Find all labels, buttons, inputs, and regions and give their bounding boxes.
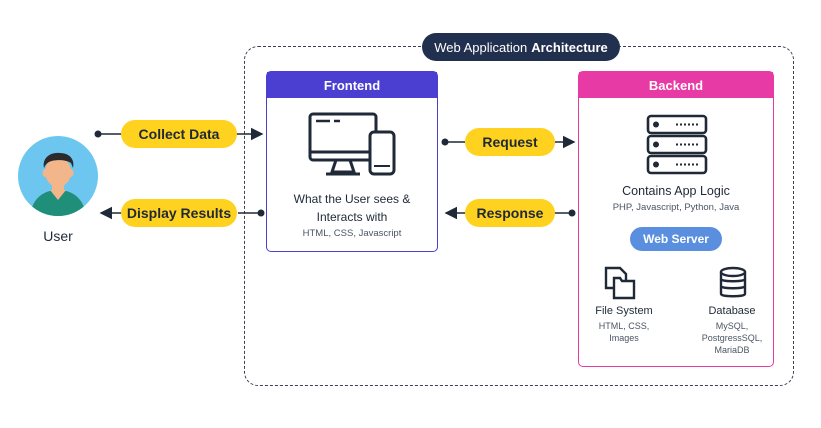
backend-tech: PHP, Javascript, Python, Java <box>612 202 740 213</box>
file-system-sub: HTML, CSS, Images <box>584 320 664 344</box>
user-avatar-icon <box>30 152 86 216</box>
file-system-sub-line1: HTML, CSS, <box>598 321 650 331</box>
database-icon <box>719 266 747 298</box>
user-label: User <box>43 228 73 244</box>
diagram-title: Web Application Architecture <box>422 33 620 61</box>
frontend-tech: HTML, CSS, Javascript <box>302 228 402 239</box>
response-pill: Response <box>465 199 555 227</box>
monitor-phone-icon <box>308 112 396 176</box>
web-server-pill: Web Server <box>630 227 722 251</box>
frontend-header: Frontend <box>267 72 437 98</box>
display-results-pill: Display Results <box>121 199 237 227</box>
file-system-sub-line2: Images <box>609 333 639 343</box>
server-rack-icon <box>646 114 708 175</box>
display-connector <box>99 206 265 220</box>
user-avatar <box>18 136 98 216</box>
backend-panel: Backend <box>578 71 774 367</box>
collect-data-pill: Collect Data <box>121 120 237 148</box>
title-bold: Architecture <box>531 39 608 55</box>
database-sub-line2: PostgressSQL, <box>701 333 763 343</box>
file-system-label: File System <box>595 305 653 317</box>
database-sub-line1: MySQL, <box>715 321 749 331</box>
file-folder-icon <box>604 266 636 300</box>
response-connector <box>444 206 576 220</box>
frontend-desc-line1: What the User sees & <box>293 192 411 206</box>
database-label: Database <box>708 305 756 317</box>
request-pill: Request <box>465 128 555 156</box>
database-sub-line3: MariaDB <box>714 345 750 355</box>
request-connector <box>441 135 576 149</box>
backend-description: Contains App Logic <box>622 184 730 198</box>
backend-header: Backend <box>579 72 773 98</box>
frontend-desc-line2: Interacts with <box>316 210 388 224</box>
frontend-description: What the User sees & Interacts with <box>266 190 438 226</box>
title-regular: Web Application <box>434 39 528 55</box>
collect-connector <box>94 127 264 141</box>
database-sub: MySQL, PostgressSQL, MariaDB <box>692 320 772 356</box>
